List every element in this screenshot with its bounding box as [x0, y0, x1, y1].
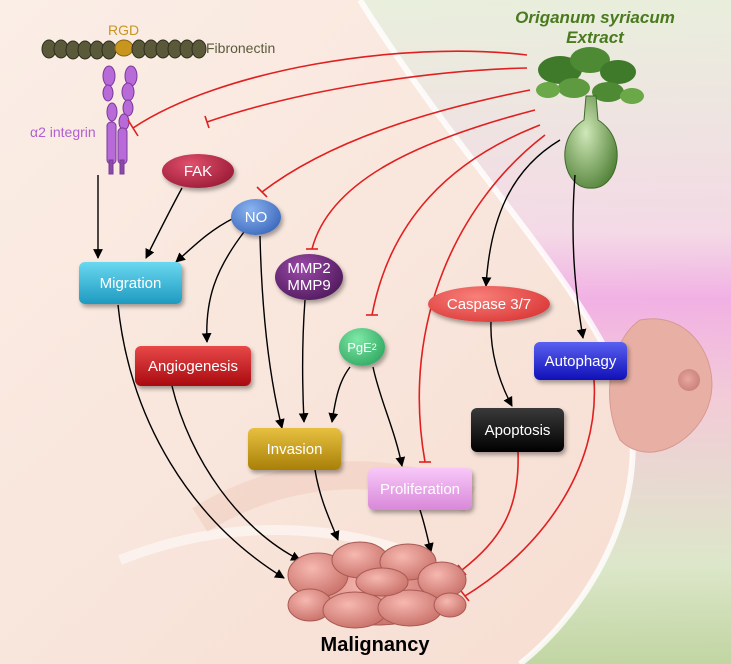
- malignancy-label: Malignancy: [320, 634, 430, 656]
- proliferation-node: Proliferation: [368, 468, 472, 510]
- mmp9-label: MMP9: [287, 277, 331, 294]
- no-node: NO: [231, 199, 281, 235]
- pge2-to-proliferation-arrow: [372, 366, 406, 467]
- activation-edges: [93, 139, 587, 579]
- mmp2-label: MMP2: [287, 260, 331, 277]
- inhibit-autophagy-bar: [460, 590, 470, 602]
- inhibit-no-bar: [256, 186, 268, 198]
- caspase-node: Caspase 3/7: [428, 286, 550, 322]
- inhibition-edges: [127, 50, 596, 602]
- extract-title-line1: Origanum syriacum: [515, 8, 675, 27]
- inhibit-autophagy-edge: [464, 379, 596, 597]
- extract-to-caspase-arrow: [481, 139, 561, 287]
- plant-leaves: [536, 47, 644, 104]
- fak-node: FAK: [162, 154, 234, 188]
- mmp-node: MMP2 MMP9: [275, 254, 343, 300]
- inhibit-fak-bar: [204, 115, 210, 129]
- extract-title: Origanum syriacum Extract: [495, 8, 695, 48]
- extract-title-line2: Extract: [566, 28, 624, 47]
- angiogenesis-to-malignancy-arrow: [171, 385, 301, 561]
- invasion-to-malignancy-arrow: [314, 469, 340, 541]
- rgd-label: RGD: [108, 22, 140, 38]
- apoptosis-node: Apoptosis: [471, 408, 564, 452]
- pge2-subscript: 2: [371, 342, 377, 352]
- pge2-label: PgE: [347, 339, 372, 355]
- angiogenesis-node: Angiogenesis: [135, 346, 251, 386]
- migration-to-malignancy-arrow: [117, 304, 285, 579]
- no-to-migration-arrow: [175, 217, 235, 263]
- no-to-invasion-arrow: [259, 235, 285, 429]
- inhibit-no-edge: [261, 89, 531, 193]
- flask-icon: [564, 95, 618, 189]
- inhibit-apoptosis-edge: [461, 451, 519, 571]
- autophagy-node: Autophagy: [534, 342, 627, 380]
- inhibit-integrin-edge: [132, 50, 528, 129]
- mmp-to-invasion-arrow: [298, 299, 309, 423]
- fibronectin-label: Fibronectin: [206, 40, 276, 56]
- inhibit-proliferation-edge: [418, 134, 546, 463]
- inhibit-integrin-bar: [127, 119, 139, 137]
- proliferation-to-malignancy-arrow: [419, 509, 434, 553]
- pge2-to-invasion-arrow: [328, 366, 351, 423]
- inhibit-pge2-edge: [371, 124, 541, 316]
- fak-to-migration-arrow: [145, 187, 183, 259]
- inhibit-fak-edge: [206, 67, 528, 123]
- no-to-angiogenesis-arrow: [201, 231, 245, 343]
- invasion-node: Invasion: [248, 428, 341, 470]
- malignancy-tumor-icon: [287, 541, 467, 629]
- inhibit-mmp-edge: [311, 109, 536, 250]
- migration-node: Migration: [79, 262, 182, 304]
- integrin-label: α2 integrin: [30, 124, 96, 140]
- caspase-to-apoptosis-arrow: [490, 321, 513, 407]
- extract-to-autophagy-arrow: [572, 174, 587, 339]
